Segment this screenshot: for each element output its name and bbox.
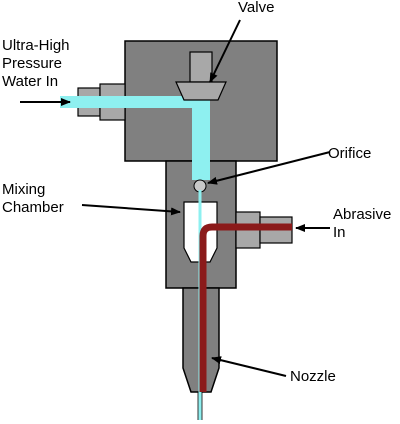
label-nozzle: Nozzle xyxy=(290,368,336,385)
water-inlet-channel xyxy=(60,96,210,108)
label-mixing-1: Mixing xyxy=(2,181,45,198)
abrasive-feed-tube xyxy=(199,223,292,392)
label-abrasive-1: Abrasive xyxy=(333,206,391,223)
label-water-in-3: Water In xyxy=(2,73,58,90)
nozzle-arrow xyxy=(211,356,287,377)
label-orifice: Orifice xyxy=(328,145,371,162)
label-abrasive-2: In xyxy=(333,224,346,241)
label-mixing-2: Chamber xyxy=(2,199,64,216)
water-down-channel xyxy=(192,96,210,180)
orifice-arrow xyxy=(207,151,331,185)
label-water-in-2: Pressure xyxy=(2,55,62,72)
valve-stem xyxy=(189,51,213,83)
label-water-in-1: Ultra-High xyxy=(2,37,70,54)
label-valve: Valve xyxy=(238,0,274,16)
mixing-arrow xyxy=(81,204,181,216)
valve-arrow xyxy=(209,19,241,83)
valve-head xyxy=(175,81,227,101)
